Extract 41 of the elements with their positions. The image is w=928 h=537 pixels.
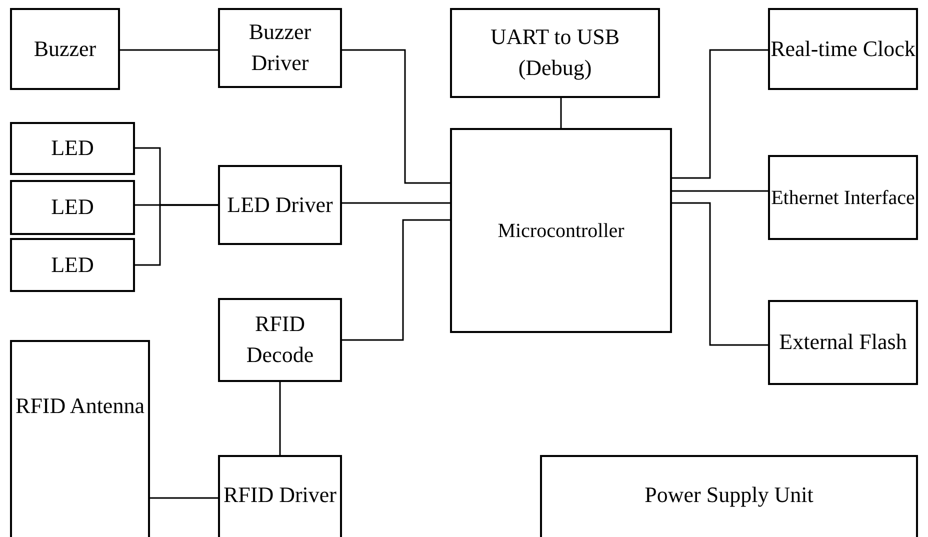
block-box (10, 340, 150, 537)
block-label: Buzzer (34, 34, 96, 63)
block-box (540, 455, 918, 537)
block-label: Buzzer Driver (248, 18, 312, 77)
block-label: Power Supply Unit (644, 481, 814, 510)
connector-line (342, 219, 450, 341)
block-box (218, 298, 342, 382)
block-box (768, 155, 918, 240)
block-label: RFID Driver (223, 481, 337, 510)
block-box (450, 8, 660, 98)
block-label: LED (51, 134, 94, 162)
block-box (218, 165, 342, 245)
connector-line (560, 98, 562, 128)
block-label: Microcontroller (498, 218, 624, 244)
block-box (218, 455, 342, 537)
block-box (218, 8, 342, 88)
connector-line (672, 190, 768, 192)
connector-line (120, 49, 218, 51)
connector-line (672, 49, 768, 179)
block-label: LED (51, 193, 94, 222)
block-label: RFID Decode (245, 310, 315, 369)
block-label: UART to USB (Debug) (489, 23, 621, 82)
connector-line (279, 382, 281, 455)
block-label: External Flash (779, 328, 907, 356)
block-box (768, 8, 918, 90)
block-label: LED (51, 250, 94, 279)
block-box (10, 180, 135, 235)
block-box (10, 8, 120, 90)
connector-line (150, 497, 218, 499)
block-box (10, 238, 135, 292)
block-label: LED Driver (227, 190, 333, 219)
block-box (10, 122, 135, 175)
connector-line (342, 49, 450, 184)
connector-line (672, 202, 768, 346)
block-label: RFID Antenna (16, 392, 144, 420)
connector-line (135, 204, 218, 266)
block-label: Real-time Clock (770, 34, 916, 63)
block-box (768, 300, 918, 385)
block-box (450, 128, 672, 333)
connector-line (342, 202, 450, 204)
block-label: Ethernet Interface (771, 186, 915, 210)
